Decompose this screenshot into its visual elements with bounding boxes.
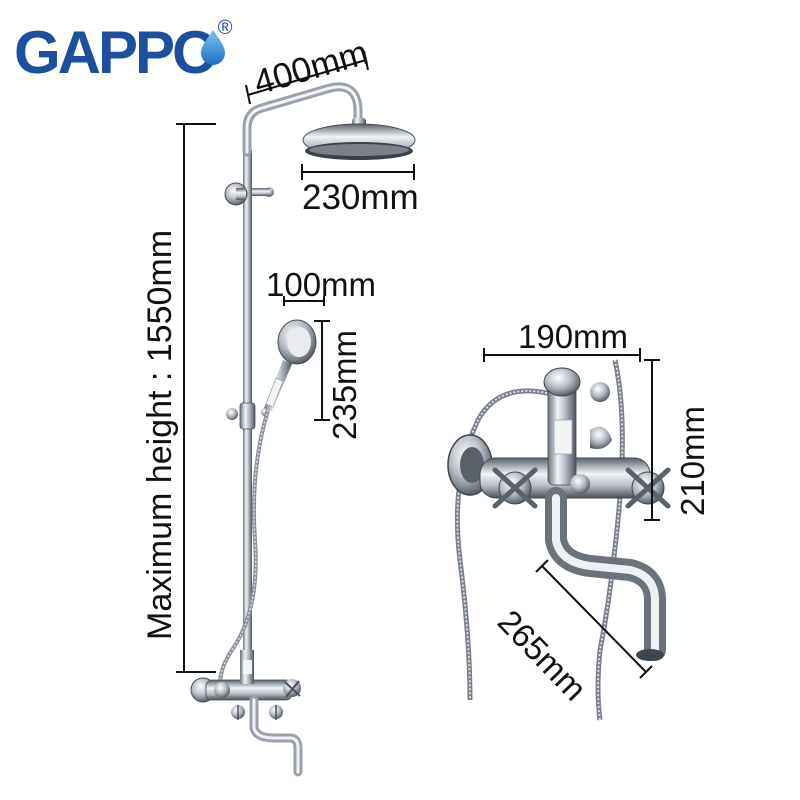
dimension-lines [176, 50, 660, 679]
wall-bracket-upper [224, 182, 274, 206]
mixer-detail [447, 359, 671, 721]
hand-shower [264, 319, 317, 411]
shower-arm [242, 82, 363, 157]
water-drop-icon [201, 30, 225, 65]
bath-mixer-small [190, 650, 303, 777]
hand-shower-length-label: 235mm [326, 329, 363, 440]
rain-head-diameter-label: 230mm [302, 178, 419, 217]
brand-name: GAPPO [14, 19, 219, 86]
mixer-height-label: 210mm [674, 405, 711, 516]
registered-mark: ® [217, 17, 233, 39]
max-height-label: Maximum height : 1550mm [141, 229, 179, 640]
brand-logo: GAPPO ® [14, 18, 232, 88]
mixer-width-label: 190mm [518, 318, 629, 355]
shower-hose [218, 409, 270, 701]
rain-shower-head [302, 118, 416, 160]
hand-shower-width-label: 100mm [266, 266, 377, 303]
